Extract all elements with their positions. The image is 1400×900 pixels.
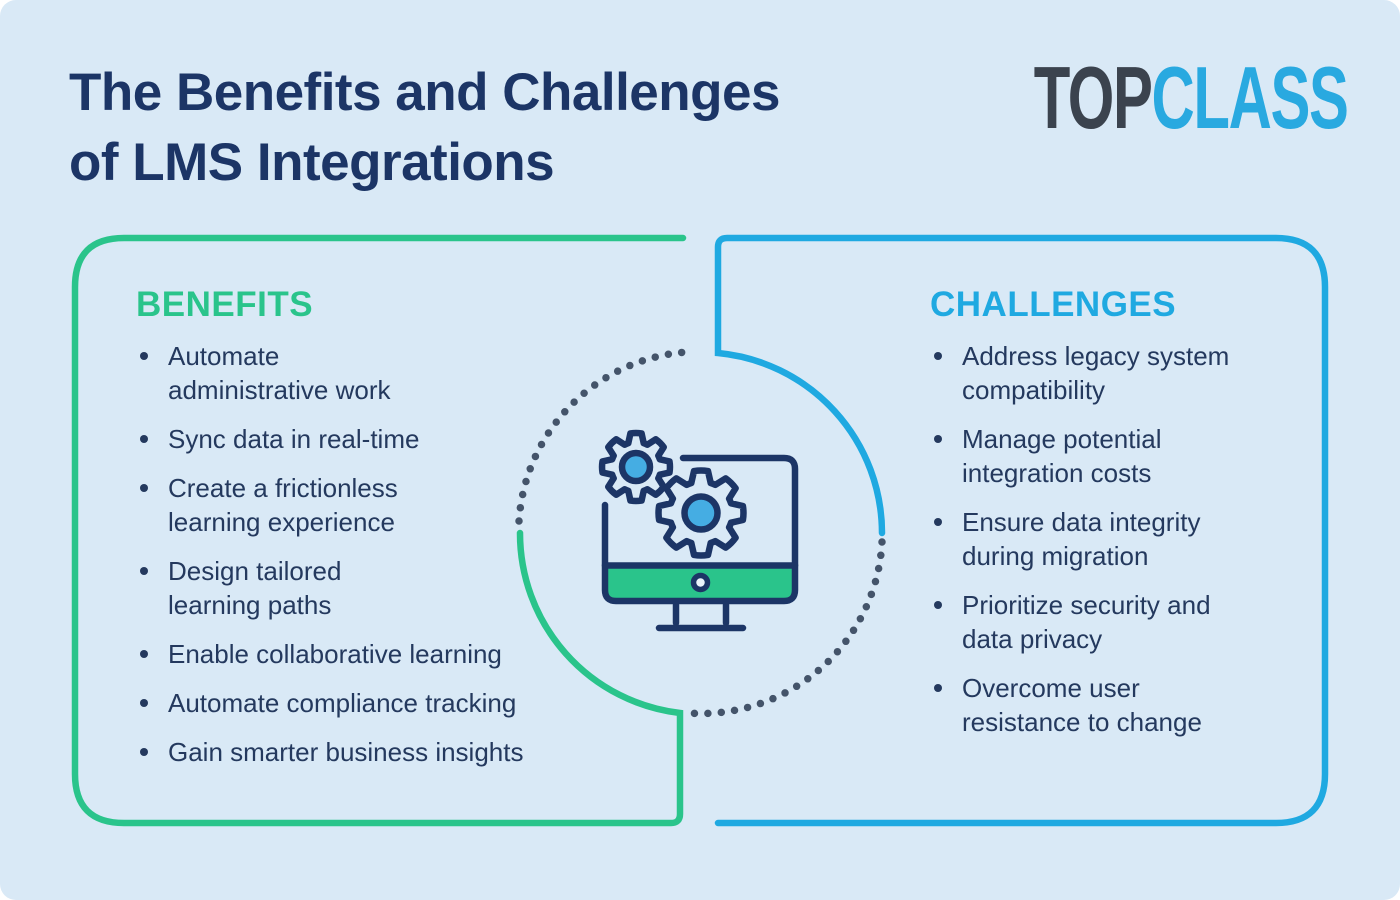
benefits-item: Create a frictionless learning experienc…: [136, 471, 626, 539]
benefits-item: Enable collaborative learning: [136, 637, 626, 671]
benefits-list: Automate administrative work Sync data i…: [136, 339, 626, 769]
dotted-arc-bottom-right: [684, 538, 886, 718]
benefits-heading: BENEFITS: [136, 285, 314, 324]
benefits-item: Automate compliance tracking: [136, 686, 626, 720]
benefits-item: Design tailored learning paths: [136, 554, 626, 622]
challenges-panel-border: [714, 234, 1329, 827]
challenges-item: Ensure data integrity during migration: [930, 505, 1300, 573]
benefits-item: Automate administrative work: [136, 339, 626, 407]
logo-top-text: TOP: [1034, 48, 1153, 147]
challenges-item: Overcome user resistance to change: [930, 671, 1300, 739]
page-title: The Benefits and Challenges of LMS Integ…: [69, 63, 780, 192]
monitor-with-gears-icon: [598, 429, 799, 632]
challenges-list: Address legacy system compatibility Mana…: [930, 339, 1300, 739]
challenges-item: Prioritize security and data privacy: [930, 588, 1300, 656]
gear-small-hub: [618, 449, 654, 485]
monitor-stand: [655, 601, 747, 632]
challenges-heading: CHALLENGES: [930, 285, 1177, 324]
challenges-item: Address legacy system compatibility: [930, 339, 1300, 407]
benefits-item: Gain smarter business insights: [136, 735, 626, 769]
brand-logo: TOPCLASS: [1034, 54, 1349, 142]
monitor-power-dot: [690, 572, 711, 593]
monitor-outline: [601, 454, 799, 605]
gear-large-hub: [681, 493, 721, 533]
logo-class-text: CLASS: [1151, 48, 1349, 147]
challenges-item: Manage potential integration costs: [930, 422, 1300, 490]
benefits-panel-border: [71, 234, 687, 827]
benefits-item: Sync data in real-time: [136, 422, 626, 456]
